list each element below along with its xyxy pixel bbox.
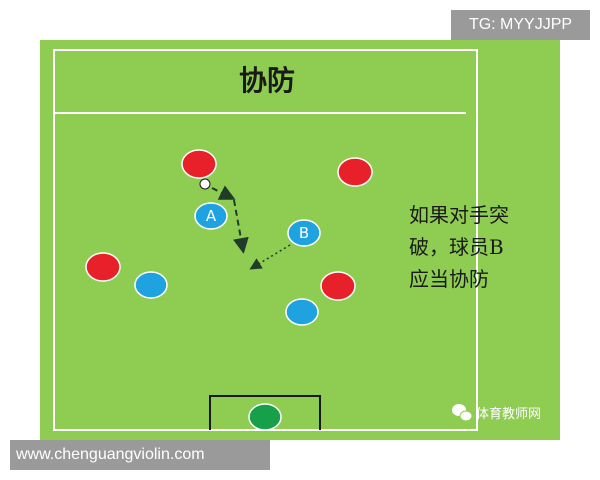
player-b-label: B [299, 224, 309, 242]
cover-defense-arrow [249, 244, 291, 270]
dribble-path-arrow [211, 185, 236, 200]
opponent-player [320, 271, 356, 301]
note-line-2: 破，球员B [409, 235, 504, 259]
teammate-player [285, 298, 319, 326]
opponent-player [337, 157, 373, 187]
ball-icon [199, 178, 211, 190]
player-a [194, 202, 228, 230]
tg-badge: TG: MYYJJPP [451, 10, 590, 40]
watermark-text: 体育教师网 [476, 406, 541, 422]
site-url-badge: www.chenguangviolin.com [10, 440, 270, 470]
opponent-player [85, 252, 121, 282]
diagram-title: 协防 [239, 64, 295, 97]
teammate-player [134, 271, 168, 299]
note-line-3: 应当协防 [409, 267, 489, 291]
note-line-1: 如果对手突 [409, 203, 509, 227]
wechat-icon [452, 404, 473, 422]
goal-box [209, 395, 321, 430]
player-b [287, 219, 321, 247]
player-a-label: A [206, 207, 217, 225]
goalkeeper [248, 403, 282, 431]
dribble-breakthrough-arrow [233, 199, 249, 254]
opponent-player [181, 149, 217, 179]
